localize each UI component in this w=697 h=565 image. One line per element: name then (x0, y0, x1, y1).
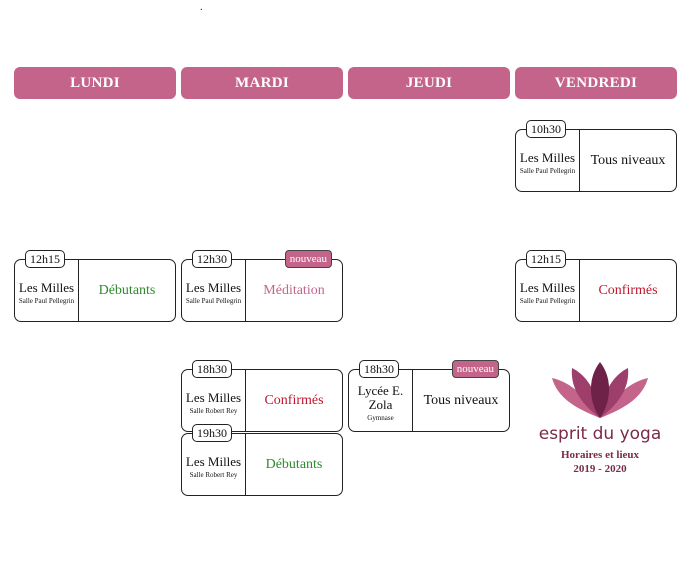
class-level: Confirmés (264, 392, 324, 408)
class-time: 12h15 (25, 250, 65, 268)
class-location: Les Milles Salle Paul Pellegrin (516, 130, 580, 191)
class-town: Les Milles (519, 150, 576, 165)
class-room: Salle Paul Pellegrin (18, 297, 75, 305)
class-town: Les Milles (185, 390, 242, 405)
class-card-fri-1215: 12h15 Les Milles Salle Paul Pellegrin Co… (515, 250, 677, 322)
stray-mark: . (200, 2, 203, 13)
class-location: Les Milles Salle Paul Pellegrin (516, 260, 580, 321)
lotus-icon (552, 362, 648, 418)
class-level: Débutants (265, 456, 323, 472)
class-card-tue-1930: 19h30 Les Milles Salle Robert Rey Débuta… (181, 424, 343, 496)
class-room: Salle Paul Pellegrin (519, 167, 576, 175)
class-time: 18h30 (359, 360, 399, 378)
class-town: Les Milles (519, 280, 576, 295)
day-header-vendredi: VENDREDI (515, 67, 677, 99)
class-town: Les Milles (185, 454, 242, 469)
class-card-mon-1215: 12h15 Les Milles Salle Paul Pellegrin Dé… (14, 250, 176, 322)
class-room: Gymnase (367, 414, 394, 422)
class-level: Tous niveaux (423, 392, 499, 408)
class-time: 12h15 (526, 250, 566, 268)
class-time: 10h30 (526, 120, 566, 138)
class-location: Les Milles Salle Robert Rey (182, 434, 246, 495)
new-badge: nouveau (451, 360, 499, 378)
class-level: Confirmés (598, 282, 658, 298)
class-location: Les Milles Salle Paul Pellegrin (15, 260, 79, 321)
class-level: Tous niveaux (590, 152, 666, 168)
class-level: Méditation (263, 282, 325, 298)
brand-subtitle: Horaires et lieux (561, 449, 639, 461)
class-room: Salle Paul Pellegrin (519, 297, 576, 305)
class-room: Salle Robert Rey (189, 407, 238, 415)
class-level: Débutants (98, 282, 156, 298)
brand-name: esprit du yoga (538, 424, 662, 444)
class-location: Les Milles Salle Paul Pellegrin (182, 260, 246, 321)
class-town: Les Milles (18, 280, 75, 295)
class-room: Salle Robert Rey (189, 471, 238, 479)
class-town: Les Milles (185, 280, 242, 295)
day-header-jeudi: JEUDI (348, 67, 510, 99)
class-town: Lycée E. Zola (357, 383, 404, 412)
brand-logo: esprit du yoga Horaires et lieux 2019 - … (538, 360, 662, 476)
class-card-fri-1030: 10h30 Les Milles Salle Paul Pellegrin To… (515, 120, 677, 192)
day-header-lundi: LUNDI (14, 67, 176, 99)
class-time: 12h30 (192, 250, 232, 268)
class-location: Les Milles Salle Robert Rey (182, 370, 246, 431)
class-time: 19h30 (192, 424, 232, 442)
class-card-tue-1830: 18h30 Les Milles Salle Robert Rey Confir… (181, 360, 343, 432)
new-badge: nouveau (284, 250, 332, 268)
season-years: 2019 - 2020 (573, 463, 627, 475)
class-room: Salle Paul Pellegrin (185, 297, 242, 305)
class-time: 18h30 (192, 360, 232, 378)
class-location: Lycée E. Zola Gymnase (349, 370, 413, 431)
class-card-thu-1830: 18h30 nouveau Lycée E. Zola Gymnase Tous… (348, 360, 510, 432)
class-card-tue-1230: 12h30 nouveau Les Milles Salle Paul Pell… (181, 250, 343, 322)
day-header-mardi: MARDI (181, 67, 343, 99)
